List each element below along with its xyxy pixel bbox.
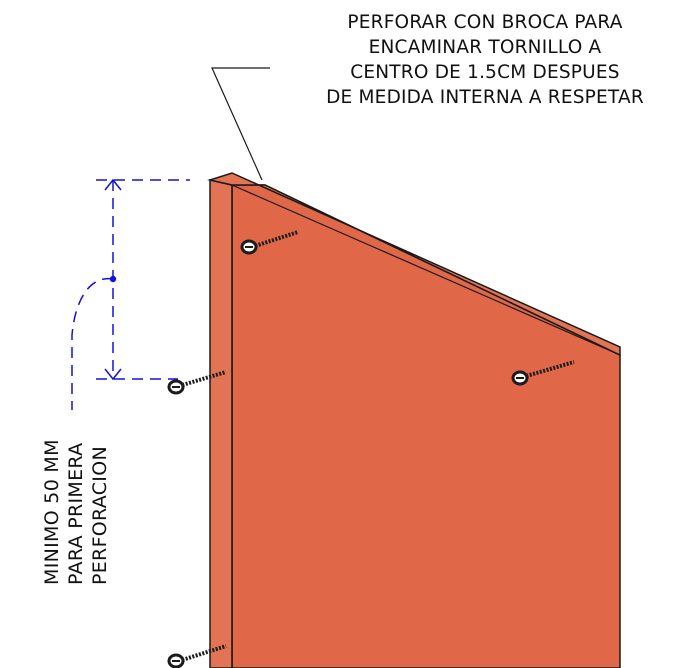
- screw-icon: [511, 360, 575, 386]
- annotation-side-line: MINIMO 50 MM: [41, 439, 63, 585]
- annotation-top-line: CENTRO DE 1.5CM DESPUES: [350, 62, 620, 83]
- screw-icon: [240, 230, 299, 255]
- dimension-arrow-bottom: [104, 368, 122, 381]
- annotation-top-line: ENCAMINAR TORNILLO A: [368, 37, 602, 58]
- annotation-side: MINIMO 50 MM PARA PRIMERA PERFORACION: [40, 439, 112, 585]
- annotation-top-line: PERFORAR CON BROCA PARA: [347, 12, 623, 33]
- annotation-top-line: DE MEDIDA INTERNA A RESPETAR: [326, 87, 644, 108]
- panel-edge-line-top: [231, 184, 621, 356]
- dimension-dot: [109, 275, 117, 283]
- panel-front-face: [231, 184, 621, 668]
- panel: [207, 172, 621, 668]
- screw-icon: [167, 644, 227, 668]
- annotation-top: PERFORAR CON BROCA PARA ENCAMINAR TORNIL…: [270, 10, 699, 110]
- annotation-leader-line: [211, 67, 270, 181]
- dimension-indicator: [71, 178, 190, 410]
- dimension-arrow-top: [104, 178, 122, 191]
- annotation-side-line: PARA PRIMERA: [65, 442, 87, 585]
- annotation-side-line: PERFORACION: [89, 446, 111, 585]
- screw-icon: [167, 370, 227, 395]
- dimension-label-leader: [71, 277, 114, 410]
- panel-side-edge: [209, 179, 233, 668]
